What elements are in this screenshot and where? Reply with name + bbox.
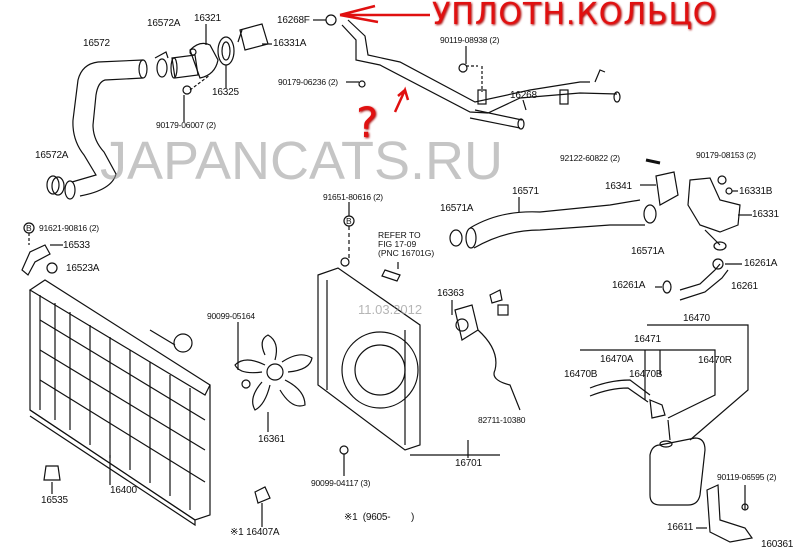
hose-16571 [449,197,657,249]
clamp-16572A [46,51,169,196]
part-label[interactable]: 16572A [147,18,181,29]
hose-16261 [655,258,742,301]
part-label[interactable]: 16470 [683,313,710,324]
part-label[interactable]: 16470A [600,354,634,365]
marker-b: B [26,223,32,233]
watermark-date: 11.03.2012 [358,302,423,317]
part-label[interactable]: 16261A [744,258,778,269]
part-label[interactable]: 16701 [455,458,482,469]
part-label[interactable]: 91651-80616 (2) [323,192,383,202]
part-label[interactable]: 16363 [437,288,464,299]
refer-note-line: (PNC 16701G) [378,248,435,258]
part-label[interactable]: 16361 [258,434,285,445]
bracket-16611 [696,484,754,543]
red-question-mark: ? [356,98,379,147]
part-label[interactable]: 16268 [510,90,537,101]
connector-16407A [254,486,271,527]
drain-plug-16535 [43,465,61,494]
part-label[interactable]: 90099-04117 (3) [311,478,371,488]
refer-note-line: REFER TO [378,230,421,240]
part-label[interactable]: 16400 [110,485,137,496]
part-label[interactable]: 90179-08153 (2) [696,150,756,160]
part-label[interactable]: 16533 [63,240,90,251]
water-pipe-16268 [341,19,621,130]
part-label[interactable]: 16523A [66,263,100,274]
part-label[interactable]: 82711-10380 [478,415,526,425]
fan-motor-16363 [410,289,521,458]
figure-number: 160361 [761,539,794,550]
part-label[interactable]: 16471 [634,334,661,345]
bracket-16533 [21,222,63,276]
refer-note: REFER TO FIG 17-09 (PNC 16701G) [378,231,434,258]
water-outlet-16321 [170,24,219,122]
part-label[interactable]: 16470B [629,369,663,380]
part-label[interactable]: 90179-06007 (2) [156,120,216,130]
part-label[interactable]: 91621-90816 (2) [39,223,99,233]
part-label[interactable]: ※1 16407A [230,527,280,538]
water-inlet-housing [640,158,752,251]
footnote: ※1 (9605- ) [344,512,415,523]
part-label[interactable]: 90119-08938 (2) [440,35,500,45]
part-label[interactable]: 16571 [512,186,539,197]
refer-note-line: FIG 17-09 [378,239,417,249]
o-ring-16268F [313,14,337,26]
bolt-90179-06236 [358,80,366,88]
part-label[interactable]: 16341 [605,181,632,192]
part-label[interactable]: 16535 [41,495,68,506]
part-label[interactable]: 16268F [277,15,310,26]
part-label[interactable]: 16321 [194,13,221,24]
red-arrow-annotation [339,4,430,113]
part-label[interactable]: 16470R [698,355,732,366]
hose-16572 [64,59,148,200]
part-label[interactable]: 16331 [752,209,779,220]
part-label[interactable]: 16325 [212,87,239,98]
reservoir-16470 [580,324,749,506]
red-annotation-text: УПЛОТН.КОЛЬЦО [432,0,718,32]
part-label[interactable]: 16572 [83,38,110,49]
part-label[interactable]: 16571A [631,246,665,257]
watermark: JAPANCATS.RU [100,131,504,191]
thermostat-16331A [237,23,272,51]
marker-b: B [346,216,352,226]
radiator-16400 [28,279,211,527]
fan-16361 [234,322,313,432]
gasket-16325 [217,36,235,88]
part-label[interactable]: 16571A [440,203,474,214]
part-label[interactable]: 92122-60822 (2) [560,153,620,163]
part-label[interactable]: 16572A [35,150,69,161]
part-label[interactable]: 16611 [667,522,694,533]
part-label[interactable]: 90179-06236 (2) [278,77,338,87]
bolt-90099-04117 [339,445,349,476]
part-label[interactable]: 16261 [731,281,758,292]
part-label[interactable]: 16331B [739,186,773,197]
part-label[interactable]: 16470B [564,369,598,380]
part-label[interactable]: 90119-06595 (2) [717,472,777,482]
part-label[interactable]: 16261A [612,280,646,291]
fan-shroud-16701 [317,202,421,451]
part-label[interactable]: 90099-05164 [207,311,255,321]
part-label[interactable]: 16331A [273,38,307,49]
